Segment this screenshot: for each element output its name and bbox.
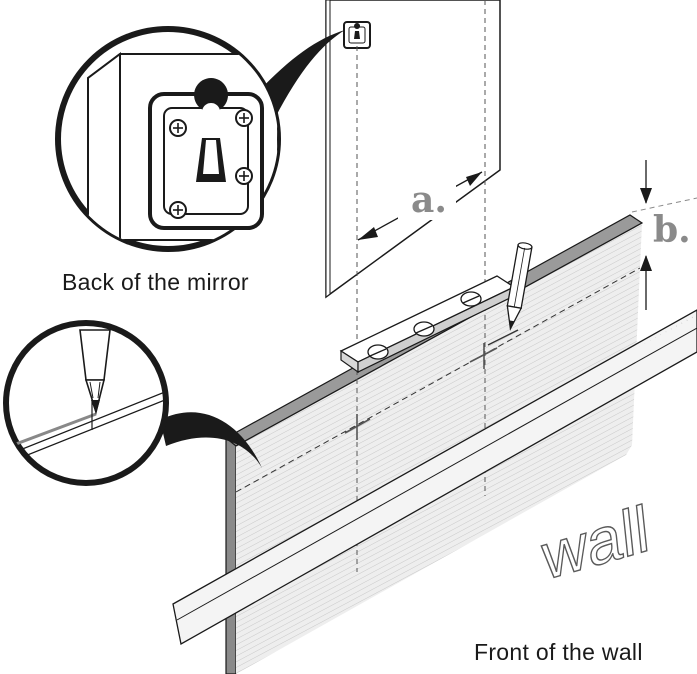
dimension-a-label: a.	[411, 179, 447, 221]
marked-level-line	[235, 267, 641, 493]
cross-marks	[344, 343, 498, 440]
spirit-level	[339, 275, 516, 374]
mirror-keyhole-bracket-small	[343, 21, 371, 49]
wall-left-edge	[225, 436, 237, 674]
front-of-wall-label: Front of the wall	[474, 639, 643, 665]
zoom-keyhole-callout	[55, 26, 345, 252]
mirror-back-panel	[325, 0, 501, 299]
dimension-b-label: b.	[653, 209, 691, 251]
projection-lines	[356, 0, 486, 572]
wall-face-hatch	[236, 223, 642, 674]
pencil-icon	[506, 242, 533, 331]
wall-label: wall	[538, 491, 653, 594]
zoom-pencil-callout	[3, 320, 262, 486]
ruler	[172, 309, 697, 646]
dimension-b: b.	[631, 160, 697, 310]
wall-panel: wall	[224, 214, 653, 674]
dimension-a: a.	[357, 171, 483, 241]
back-of-mirror-label: Back of the mirror	[62, 269, 249, 295]
keyhole-bracket-icon	[148, 78, 264, 230]
pencil-tip-icon	[79, 329, 111, 415]
